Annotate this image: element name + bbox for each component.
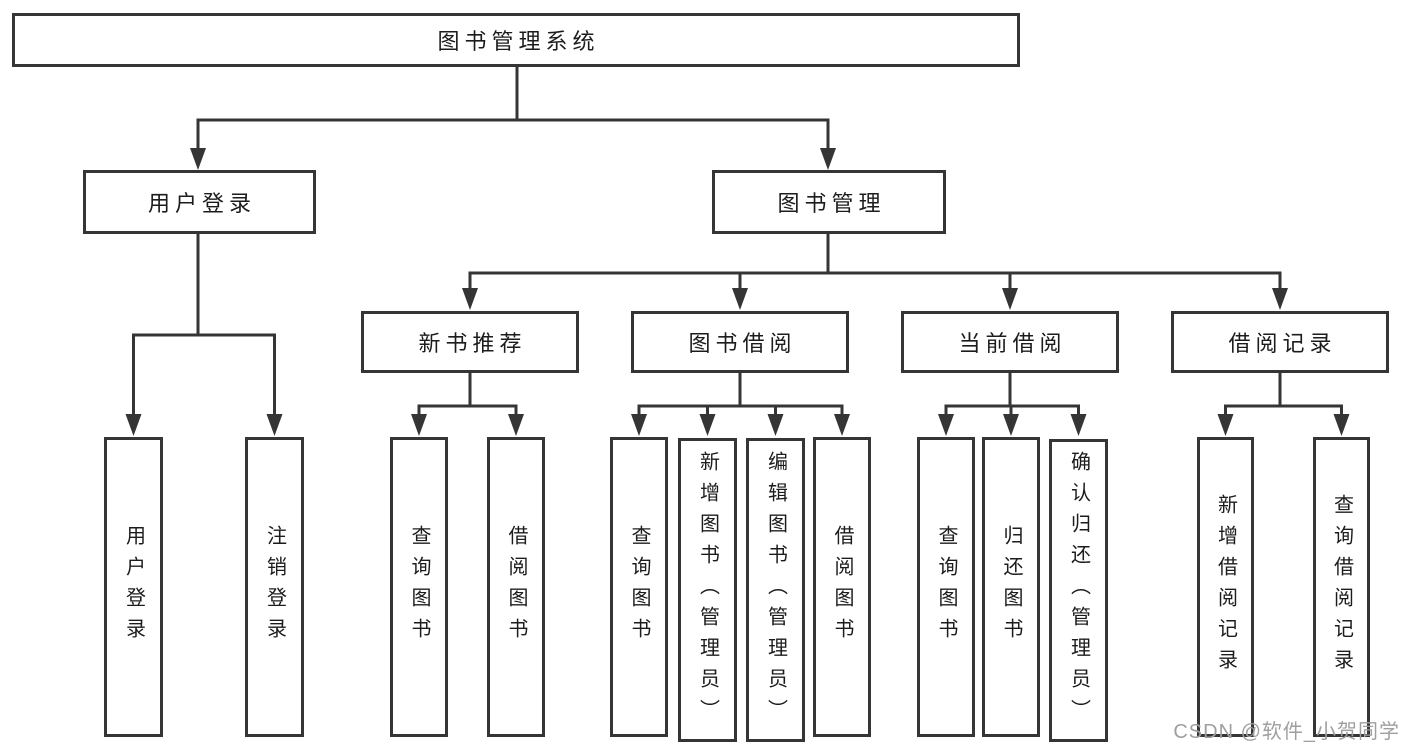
node-add-books-admin: 新增图书（管理员） [678,438,737,742]
node-borrowing-borrow-books: 借阅图书 [813,437,871,737]
node-label: 借阅图书 [831,525,853,649]
node-confirm-return-admin: 确认归还（管理员） [1049,439,1108,742]
node-label: 编辑图书（管理员） [764,450,787,730]
node-borrowing-records: 借阅记录 [1171,311,1389,373]
node-edit-books-admin: 编辑图书（管理员） [746,438,805,742]
csdn-watermark: CSDN @软件_小贺同学 [1173,721,1400,743]
tree-connectors [132,66,1343,419]
node-label: 注销登录 [263,525,286,649]
node-logout: 注销登录 [245,437,304,737]
node-label: 当前借阅 [958,331,1067,356]
node-label: 用户登录 [147,191,256,216]
node-query-borrow-record: 查询借阅记录 [1313,437,1370,737]
node-user-login-leaf: 用户登录 [104,437,163,737]
node-book-borrowing: 图书借阅 [631,311,849,373]
node-recommend-borrow-books: 借阅图书 [487,437,545,737]
node-label: 借阅图书 [505,525,527,649]
node-label: 用户登录 [122,525,145,649]
node-label: 归还图书 [1000,525,1022,649]
node-label: 查询图书 [408,525,430,649]
node-current-query-books: 查询图书 [917,437,975,737]
node-label: 新增借阅记录 [1214,494,1237,680]
node-return-books: 归还图书 [982,437,1040,737]
node-recommend-query-books: 查询图书 [390,437,448,737]
node-system-root: 图书管理系统 [12,13,1020,67]
node-borrowing-query-books: 查询图书 [610,437,668,737]
node-current-borrowing: 当前借阅 [901,311,1119,373]
node-user-login: 用户登录 [83,170,316,234]
node-label: 借阅记录 [1228,331,1337,356]
node-book-management: 图书管理 [712,170,946,234]
node-label: 图书借阅 [688,331,797,356]
node-label: 确认归还（管理员） [1067,451,1090,730]
node-label: 查询图书 [628,525,650,649]
node-new-book-recommendation: 新书推荐 [361,311,579,373]
node-label: 查询图书 [935,525,957,649]
node-label: 查询借阅记录 [1330,494,1353,680]
node-label: 新增图书（管理员） [696,450,719,730]
node-label: 图书管理系统 [437,29,600,54]
node-label: 新书推荐 [418,331,527,356]
arrowheads [125,148,1350,436]
node-add-borrow-record: 新增借阅记录 [1197,437,1254,737]
node-label: 图书管理 [777,191,886,216]
